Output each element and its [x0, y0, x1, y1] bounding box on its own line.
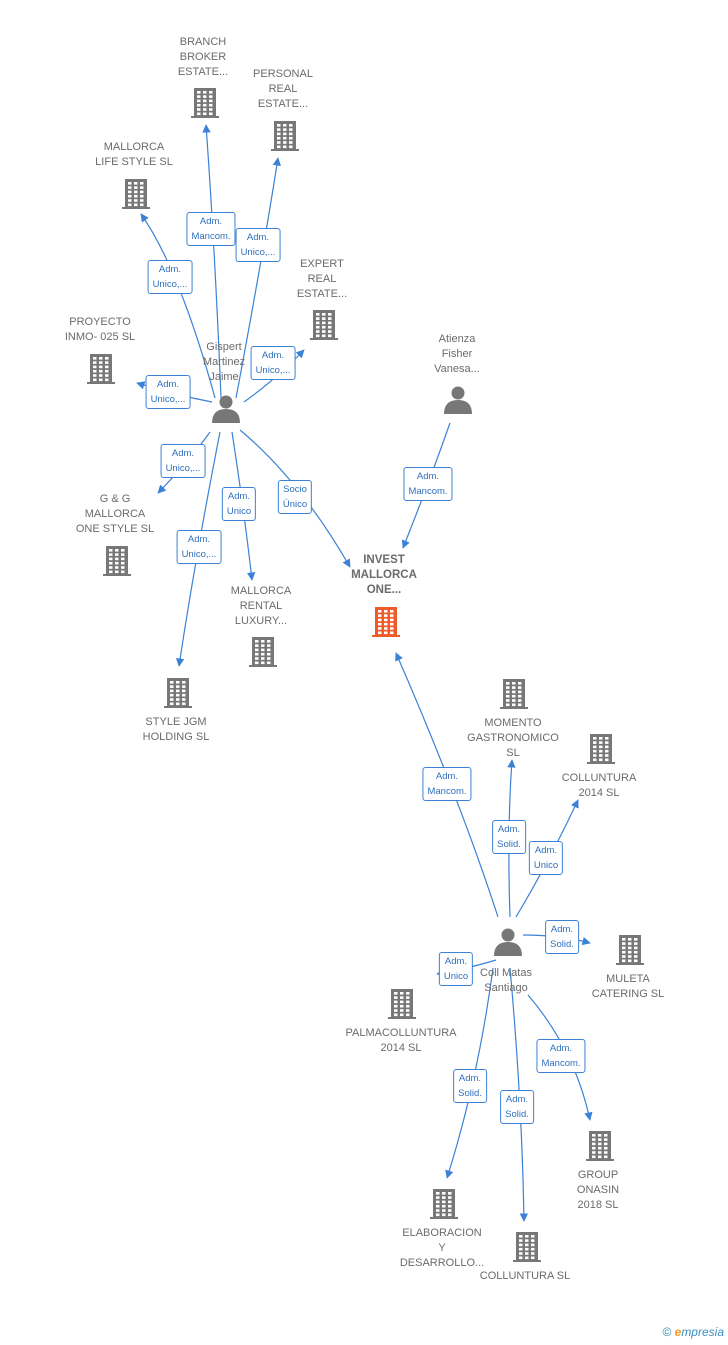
- edges-layer: [136, 124, 593, 1222]
- edge-label-coll-colluntura2014[interactable]: Adm. Unico: [528, 841, 564, 875]
- edge-label-gispert-rental[interactable]: Adm. Unico: [221, 487, 257, 521]
- building-icon-palma[interactable]: [388, 989, 416, 1019]
- building-icon-expert[interactable]: [310, 310, 338, 340]
- node-label-invest[interactable]: INVEST MALLORCA ONE...: [351, 554, 417, 596]
- building-icon-colluntura[interactable]: [513, 1232, 541, 1262]
- edge-label-atienza-invest[interactable]: Adm. Mancom.: [403, 467, 453, 501]
- node-label-colluntura[interactable]: COLLUNTURA SL: [479, 1270, 571, 1282]
- edge-label-coll-momento[interactable]: Adm. Solid.: [492, 820, 526, 854]
- building-icon-mallorca_life[interactable]: [122, 179, 150, 209]
- building-icon-muleta[interactable]: [616, 935, 644, 965]
- node-label-branch[interactable]: BRANCH BROKER ESTATE...: [177, 36, 229, 78]
- edge-label-gispert-style_jgm[interactable]: Adm. Unico,...: [176, 530, 222, 564]
- edge-label-gispert-expert[interactable]: Adm. Unico,...: [250, 346, 296, 380]
- node-label-atienza[interactable]: Atienza Fisher Vanesa...: [434, 333, 480, 375]
- node-label-rental[interactable]: MALLORCA RENTAL LUXURY...: [230, 585, 292, 627]
- building-icon-colluntura2014[interactable]: [587, 734, 615, 764]
- node-label-expert[interactable]: EXPERT REAL ESTATE...: [296, 258, 348, 300]
- node-label-proyecto[interactable]: PROYECTO INMO- 025 SL: [64, 316, 136, 343]
- edge-label-gispert-gg[interactable]: Adm. Unico,...: [160, 444, 206, 478]
- building-icon-proyecto[interactable]: [87, 354, 115, 384]
- node-label-group[interactable]: GROUP ONASIN 2018 SL: [576, 1169, 620, 1211]
- node-label-gispert[interactable]: Gispert Martinez Jaime: [202, 341, 246, 383]
- copyright-icon: ©: [662, 1325, 672, 1339]
- edge-gispert-personal: [235, 157, 281, 399]
- edge-label-coll-invest[interactable]: Adm. Mancom.: [422, 767, 472, 801]
- building-icon-gg[interactable]: [103, 546, 131, 576]
- building-icon-elaboracion[interactable]: [430, 1189, 458, 1219]
- empresia-logo[interactable]: © empresia: [662, 1325, 724, 1339]
- edge-label-gispert-personal[interactable]: Adm. Unico,...: [235, 228, 281, 262]
- node-label-style_jgm[interactable]: STYLE JGM HOLDING SL: [142, 716, 210, 743]
- node-label-gg[interactable]: G & G MALLORCA ONE STYLE SL: [75, 493, 155, 535]
- node-label-mallorca_life[interactable]: MALLORCA LIFE STYLE SL: [95, 141, 173, 168]
- edge-label-coll-colluntura[interactable]: Adm. Solid.: [500, 1090, 534, 1124]
- nodes-layer: [87, 88, 644, 1262]
- brand-e: e: [674, 1325, 682, 1339]
- node-label-muleta[interactable]: MULETA CATERING SL: [591, 973, 665, 1000]
- building-icon-branch[interactable]: [191, 88, 219, 118]
- node-label-palma[interactable]: PALMACOLLUNTURA 2014 SL: [345, 1027, 457, 1054]
- building-icon-group[interactable]: [586, 1131, 614, 1161]
- building-icon-personal[interactable]: [271, 121, 299, 151]
- edge-label-gispert-invest[interactable]: Socio Único: [277, 480, 313, 514]
- edge-label-gispert-mallorca_life[interactable]: Adm. Unico,...: [147, 260, 193, 294]
- edge-label-coll-group[interactable]: Adm. Mancom.: [536, 1039, 586, 1073]
- node-label-momento[interactable]: MOMENTO GASTRONOMICO SL: [467, 717, 559, 759]
- edge-label-coll-muleta[interactable]: Adm. Solid.: [545, 920, 579, 954]
- node-label-elaboracion[interactable]: ELABORACION Y DESARROLLO...: [399, 1227, 485, 1269]
- node-label-coll[interactable]: Coll Matas Santiago: [480, 967, 532, 994]
- building-icon-momento[interactable]: [500, 679, 528, 709]
- brand-rest: mpresia: [681, 1325, 724, 1339]
- edge-label-gispert-proyecto[interactable]: Adm. Unico,...: [145, 375, 191, 409]
- edge-gispert-branch: [202, 124, 222, 399]
- building-icon-rental[interactable]: [249, 637, 277, 667]
- person-icon-coll[interactable]: [494, 928, 522, 957]
- edge-label-gispert-branch[interactable]: Adm. Mancom.: [186, 212, 236, 246]
- edge-label-coll-palma[interactable]: Adm. Unico: [438, 952, 474, 986]
- person-icon-gispert[interactable]: [212, 395, 240, 424]
- node-label-personal[interactable]: PERSONAL REAL ESTATE...: [253, 68, 313, 110]
- node-label-colluntura2014[interactable]: COLLUNTURA 2014 SL: [561, 772, 637, 799]
- person-icon-atienza[interactable]: [444, 386, 472, 415]
- edge-label-coll-elaboracion[interactable]: Adm. Solid.: [453, 1069, 487, 1103]
- building-icon-style_jgm[interactable]: [164, 678, 192, 708]
- building-icon-invest[interactable]: [372, 607, 400, 637]
